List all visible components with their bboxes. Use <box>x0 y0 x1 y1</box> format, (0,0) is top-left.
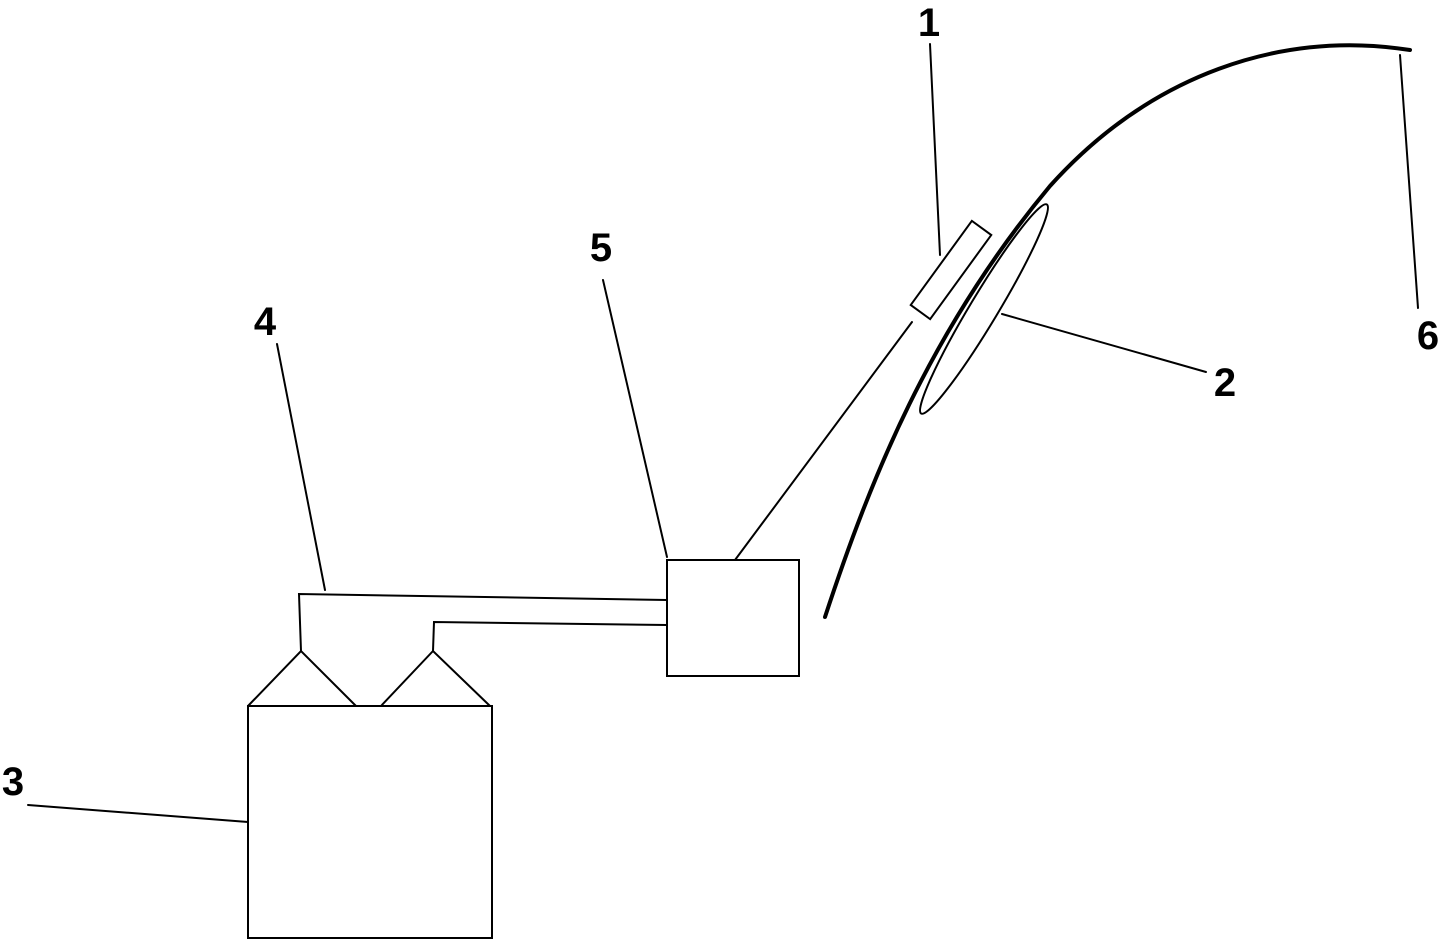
hopper-left <box>247 649 357 707</box>
box-3 <box>247 705 493 939</box>
pipe-lower <box>432 620 668 652</box>
label-3: 3 <box>2 760 24 804</box>
component-4-pipes <box>297 592 668 652</box>
leader-6 <box>1399 54 1419 309</box>
leader-4 <box>276 343 326 591</box>
leader-5 <box>602 279 668 558</box>
label-1: 1 <box>918 1 940 45</box>
leader-3 <box>27 804 249 823</box>
leader-lines <box>27 43 1419 823</box>
box-5 <box>666 559 800 677</box>
component-3-box-with-hoppers <box>247 649 493 939</box>
cable-5-to-1 <box>734 321 913 561</box>
label-5: 5 <box>590 226 612 270</box>
leader-1 <box>929 43 941 256</box>
label-6: 6 <box>1417 314 1439 358</box>
curved-surface-6 <box>823 43 1412 619</box>
sensor-1 <box>909 219 993 321</box>
label-4: 4 <box>254 300 277 344</box>
leader-2 <box>1001 313 1207 373</box>
label-2: 2 <box>1214 361 1236 405</box>
hopper-right <box>380 649 491 707</box>
ellipse-2 <box>919 203 1049 415</box>
pipe-upper <box>297 592 668 652</box>
